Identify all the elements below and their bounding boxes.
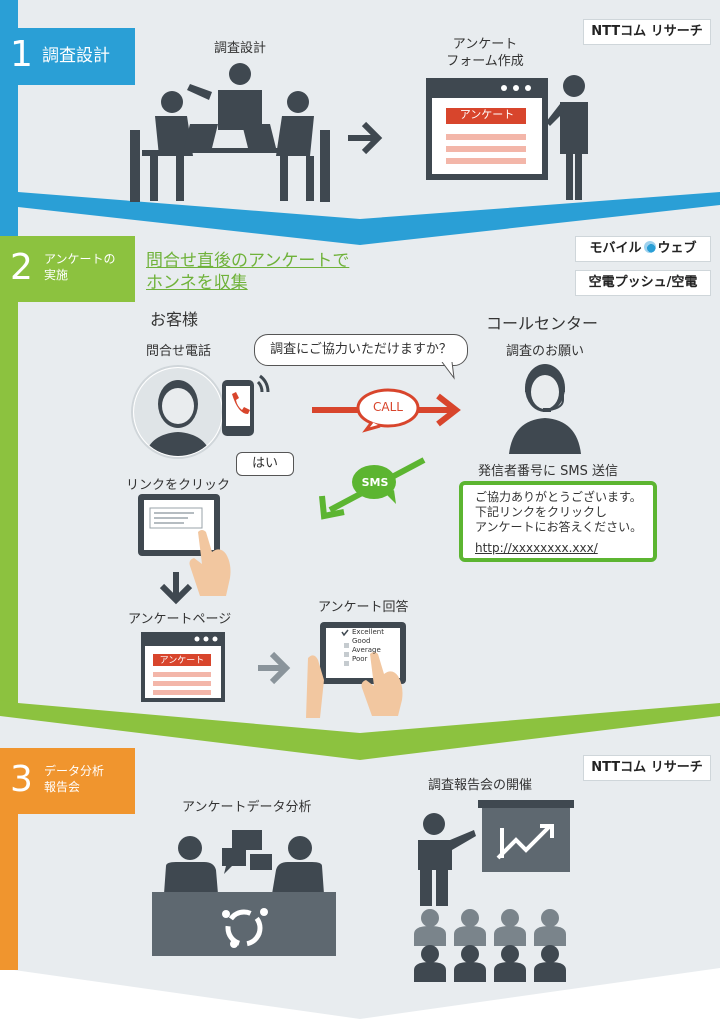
sms-message-box: ご協力ありがとうございます。 下記リンクをクリックし アンケートにお答えください… [459, 481, 657, 562]
report-label: 調査報告会の開催 [428, 778, 533, 793]
mobile-web-badge: モバイルウェブ [575, 236, 711, 262]
step-3-title-line2: 報告会 [44, 780, 81, 794]
call-tag: CALL [373, 400, 403, 414]
sms-text-line3: アンケートにお答えください。 [475, 520, 643, 534]
step-1-title: 調査設計 [42, 46, 110, 66]
step-3-tab: 3 データ分析 報告会 [0, 748, 135, 814]
sms-text-line2: 下記リンクをクリックし [475, 505, 608, 519]
signal-icon [643, 241, 656, 253]
smartphone-icon [222, 374, 270, 436]
meeting-label: 調査設計 [213, 41, 266, 56]
step-3-number: 3 [10, 759, 33, 800]
option-excellent[interactable]: Excellent [352, 628, 384, 636]
sms-send-label: 発信者番号に SMS 送信 [478, 464, 618, 479]
form-screen-icon [426, 75, 588, 200]
headline: 問合せ直後のアンケートで ホンネを収集 [146, 250, 349, 294]
survey-answer-label: アンケート回答 [318, 600, 409, 615]
step-1-number: 1 [10, 34, 33, 75]
down-arrow-icon [159, 572, 193, 605]
analysis-label: アンケートデータ分析 [182, 800, 312, 815]
customer-avatar [131, 365, 225, 459]
question-bubble-tail [441, 362, 455, 380]
inquiry-call-label: 問合せ電話 [146, 344, 212, 359]
ntt-com-research-badge: NTTコム リサーチ [583, 19, 711, 45]
mobile-web-badge-suffix: ウェブ [657, 241, 697, 256]
tablet-answer-icon [306, 622, 406, 718]
customer-title: お客様 [150, 310, 199, 329]
form-creation-label: アンケート フォーム作成 [430, 36, 540, 70]
survey-page-label: アンケートページ [128, 612, 232, 627]
step-2-number: 2 [10, 247, 33, 288]
sms-text-line1: ご協力ありがとうございます。 [475, 490, 642, 504]
tablet-click-icon [138, 494, 231, 596]
auto-call-badge: 空電プッシュ/空電 [575, 270, 711, 296]
answer-options: Excellent Good Average Poor [352, 628, 384, 664]
right-arrow-icon-2 [258, 651, 291, 685]
form-creation-label-line1: アンケート [452, 37, 518, 52]
ntt-com-research-badge-2: NTTコム リサーチ [583, 755, 711, 781]
call-center-operator-icon [509, 364, 581, 454]
step-3-title-line1: データ分析 [44, 764, 105, 778]
meeting-people-icon [130, 63, 330, 202]
survey-page-screen-icon [141, 632, 225, 702]
sms-link[interactable]: http://xxxxxxxx.xxx/ [475, 541, 598, 555]
step-1-tab: 1 調査設計 [0, 28, 135, 85]
call-arrow [312, 388, 461, 433]
step-2-title-line2: 実施 [44, 268, 69, 282]
step-2-tab: 2 アンケートの 実施 [0, 236, 135, 302]
option-good[interactable]: Good [352, 637, 371, 645]
survey-request-label: 調査のお願い [506, 344, 585, 359]
form-creation-label-line2: フォーム作成 [446, 54, 524, 69]
option-average[interactable]: Average [352, 646, 381, 654]
sms-arrow [319, 457, 426, 520]
answer-bubble: はい [236, 452, 294, 476]
report-meeting-icon [414, 800, 574, 982]
question-bubble: 調査にご協力いただけますか？ [254, 334, 468, 366]
mobile-web-badge-text: モバイル [589, 241, 642, 256]
step-2-band [0, 700, 720, 760]
headline-line2: ホンネを収集 [146, 273, 248, 293]
click-link-label: リンクをクリック [126, 478, 231, 493]
sms-tag: SMS [361, 476, 389, 489]
option-poor[interactable]: Poor [352, 655, 368, 663]
data-analysis-icon [152, 830, 336, 956]
step-2-rail [0, 236, 18, 714]
right-arrow-icon [348, 121, 383, 155]
form-screen-tag: アンケート [459, 108, 515, 121]
survey-page-tag: アンケート [159, 656, 205, 666]
step-2-title-line1: アンケートの [44, 252, 116, 266]
headline-line1: 問合せ直後のアンケートで [146, 251, 350, 271]
callcenter-title: コールセンター [486, 314, 599, 333]
